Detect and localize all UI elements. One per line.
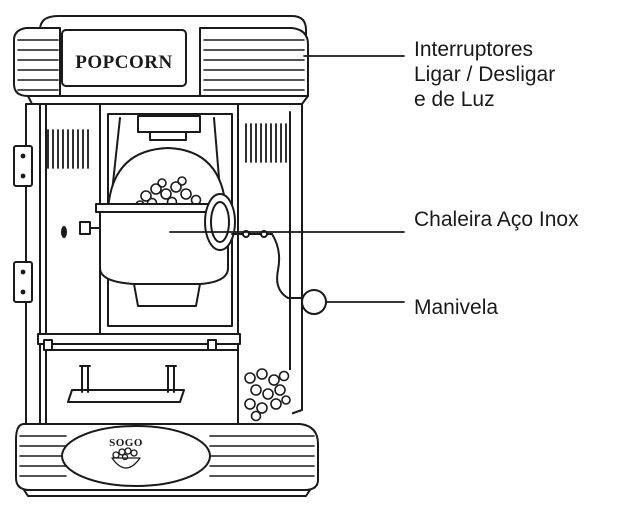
- sign-panel: [61, 29, 187, 87]
- crank-handle: [271, 233, 327, 315]
- door-hinges: [13, 145, 67, 303]
- roof-cap: POPCORN: [13, 15, 309, 105]
- sogo-brand: SOGO: [109, 437, 143, 449]
- hinge-lower: [13, 261, 33, 303]
- base: SOGO: [15, 423, 319, 497]
- popcorn-in-kettle: [135, 176, 202, 210]
- popcorn-sign: POPCORN: [75, 52, 172, 73]
- callout-crank-label: Manivela: [414, 296, 499, 319]
- callout-switches-line-1: Interruptores: [414, 38, 534, 61]
- callout-switches-line-2: Ligar / Desligar: [414, 63, 556, 86]
- lower-cabinet: [37, 333, 292, 426]
- drawer-handle: [67, 365, 185, 403]
- callout-leaders: [169, 55, 405, 303]
- kettle-assembly: [79, 115, 273, 307]
- kettle-lid: [107, 147, 227, 211]
- callout-kettle-label: Chaleira Aço Inox: [414, 208, 579, 231]
- popcorn-in-bin: [242, 368, 292, 426]
- hinge-upper: [13, 145, 33, 187]
- crank-knob: [301, 289, 327, 315]
- bowl-emblem: [111, 447, 141, 469]
- callout-switches-label: Interruptores Ligar / Desligar e de Luz: [414, 37, 555, 112]
- callout-switches-line-3: e de Luz: [414, 88, 495, 111]
